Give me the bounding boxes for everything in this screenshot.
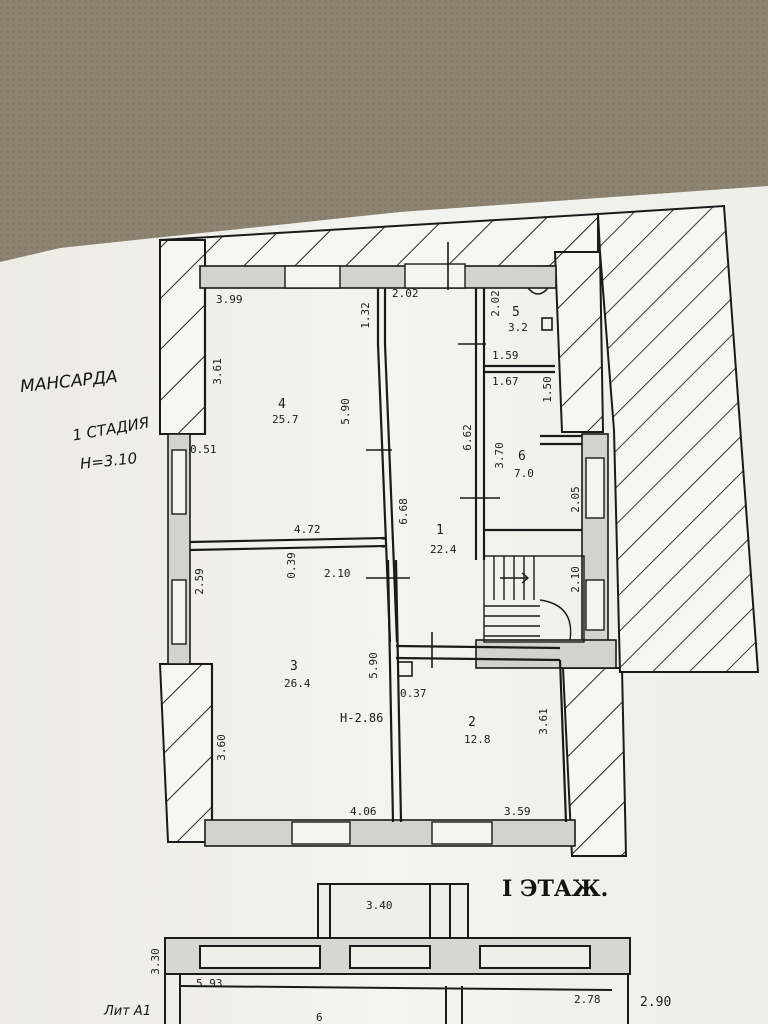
dim-d8: 6.62	[460, 424, 474, 451]
dim-d21: 0.37	[400, 687, 427, 700]
dim-d15: 1.50	[540, 376, 554, 403]
room-4-area: 25.7	[272, 413, 299, 426]
dim-d23: 4.06	[350, 805, 377, 818]
dim-d5: 5.90	[338, 398, 352, 425]
dim-d16: 0.39	[284, 552, 298, 579]
lower-dim-c: 5.93	[196, 977, 223, 990]
lower-partial-text: Лит А1	[104, 1004, 152, 1019]
outer-walls	[158, 204, 760, 857]
lower-dim-d: 2.78	[574, 993, 601, 1006]
dim-d4: 3.61	[210, 358, 224, 385]
room-3-area: 26.4	[284, 677, 311, 690]
dim-d24: 3.59	[504, 805, 531, 818]
dim-d22: 3.60	[214, 734, 228, 761]
dim-d14: 1.67	[492, 375, 519, 388]
lower-plan	[164, 883, 631, 1024]
plan-details	[366, 242, 553, 677]
room-4-number: 4	[278, 397, 286, 412]
room-6-area: 7.0	[514, 467, 534, 480]
dim-d25: 3.61	[536, 708, 550, 735]
dim-d18: 2.59	[192, 568, 206, 595]
dim-d3: 1.32	[358, 302, 372, 329]
room-1-area: 22.4	[430, 543, 457, 556]
dim-d19: 2.10	[568, 566, 582, 593]
lower-dim-f: 6	[316, 1011, 323, 1024]
height-mark: Н-2.86	[340, 711, 384, 725]
windows	[171, 263, 605, 845]
partitions	[189, 288, 582, 823]
dim-d9: 6.68	[396, 498, 410, 525]
room-5-area: 3.2	[508, 321, 528, 334]
room-5-number: 5	[512, 305, 520, 320]
room-2-area: 12.8	[464, 733, 491, 746]
dim-d13: 1.59	[492, 349, 519, 362]
dim-d2: 2.02	[392, 287, 419, 300]
lower-dim-a: 3.40	[366, 899, 393, 912]
dim-d7: 4.72	[294, 523, 321, 536]
room-6-number: 6	[518, 449, 526, 464]
dim-d20: 5.90	[366, 652, 380, 679]
dim-d10: 3.70	[492, 442, 506, 469]
floor-label: I ЭТАЖ.	[502, 876, 609, 902]
dim-d6: 0.51	[190, 443, 217, 456]
room-1-number: 1	[436, 523, 444, 538]
lower-dim-e: 2.90	[640, 995, 672, 1010]
room-3-number: 3	[290, 659, 298, 674]
dim-d12: 2.02	[488, 290, 502, 317]
room-2-number: 2	[468, 715, 476, 730]
dim-d17: 2.10	[324, 567, 351, 580]
staircase	[483, 555, 585, 643]
dim-d11: 2.05	[568, 486, 582, 513]
dim-d1: 3.99	[216, 293, 243, 306]
lower-dim-b: 3.30	[148, 948, 162, 975]
